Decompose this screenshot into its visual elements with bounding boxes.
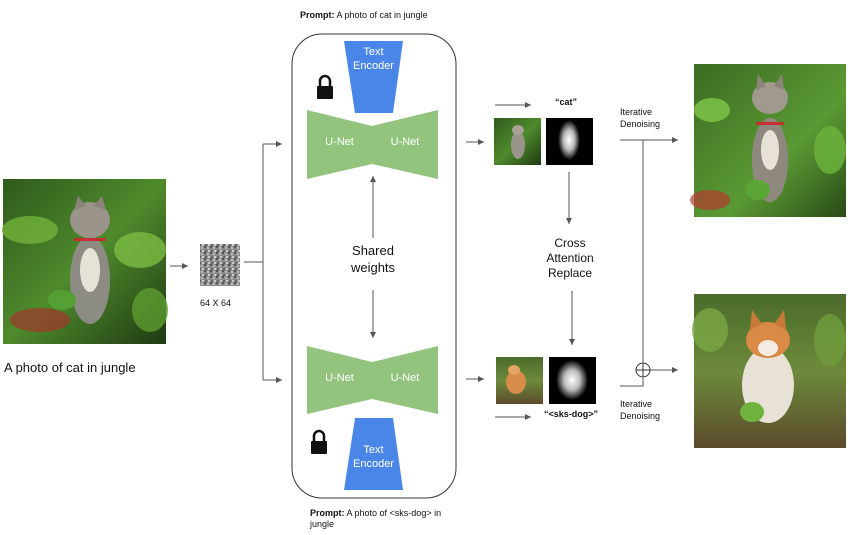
encoder-label-line2: Encoder (353, 458, 394, 470)
top-unet-left (307, 110, 372, 179)
top-unet-left-label: U-Net (325, 136, 354, 148)
bottom-text-encoder-label: Text Encoder (344, 443, 403, 471)
output-dog-image (692, 294, 846, 448)
noise-latent (200, 244, 240, 286)
cat-token-label: “cat” (555, 97, 578, 107)
dog-thumbnail (496, 357, 543, 404)
bottom-prompt-label: Prompt: (310, 508, 345, 518)
cat-attention-map (546, 118, 593, 165)
shared-weights-line2: weights (350, 260, 396, 275)
input-caption: A photo of cat in jungle (4, 360, 136, 375)
top-text-encoder-label: Text Encoder (344, 45, 403, 73)
denoising-line1: Iterative (620, 107, 653, 117)
top-prompt: Prompt: A photo of cat in jungle (300, 10, 428, 20)
lock-icon (311, 429, 327, 454)
cross-attention-line1: Cross (554, 236, 586, 250)
split-connector (244, 144, 264, 380)
top-unet-right-label: U-Net (390, 136, 420, 148)
cross-attention-line2: Attention (546, 251, 594, 265)
shared-weights-line1: Shared (352, 243, 394, 258)
top-prompt-label: Prompt: (300, 10, 335, 20)
bottom-unet-left-label: U-Net (325, 372, 354, 384)
output-cat-image (690, 64, 846, 217)
dog-attention-map (549, 357, 596, 404)
cross-attention-line3: Replace (547, 266, 593, 280)
input-cat-image (2, 179, 168, 344)
bottom-unet-right-label: U-Net (390, 372, 420, 384)
lock-icon (317, 74, 333, 99)
encoder-label-line1: Text (363, 46, 384, 58)
top-iterative-denoising-label: Iterative Denoising (620, 106, 660, 130)
encoder-label-line1: Text (363, 444, 384, 456)
model-frame (291, 33, 457, 499)
bottom-prompt-text-1: A photo of <sks-dog> in (346, 508, 442, 518)
bottom-iterative-denoising-label: Iterative Denoising (620, 398, 660, 422)
bottom-unet-right (372, 346, 438, 414)
bottom-unet-left (307, 346, 372, 414)
bottom-text-encoder (344, 418, 403, 490)
bottom-prompt-text-2: jungle (310, 519, 335, 529)
bottom-prompt: Prompt: A photo of <sks-dog> in jungle (310, 508, 441, 530)
denoising-line2: Denoising (620, 411, 661, 421)
noise-size-label: 64 X 64 (200, 298, 232, 308)
top-text-encoder (344, 41, 403, 113)
denoising-line1: Iterative (620, 399, 653, 409)
encoder-label-line2: Encoder (353, 60, 394, 72)
connector-bottom-to-combine (620, 378, 644, 387)
shared-weights-label: Shared weights (333, 242, 413, 276)
cat-thumbnail (494, 118, 541, 165)
denoising-line2: Denoising (620, 119, 661, 129)
cross-attention-label: Cross Attention Replace (535, 236, 605, 281)
top-unet-right (372, 110, 438, 179)
dog-token-label: “<sks-dog>” (544, 409, 599, 419)
combine-plus-icon (635, 362, 651, 378)
top-prompt-text: A photo of cat in jungle (336, 10, 428, 20)
